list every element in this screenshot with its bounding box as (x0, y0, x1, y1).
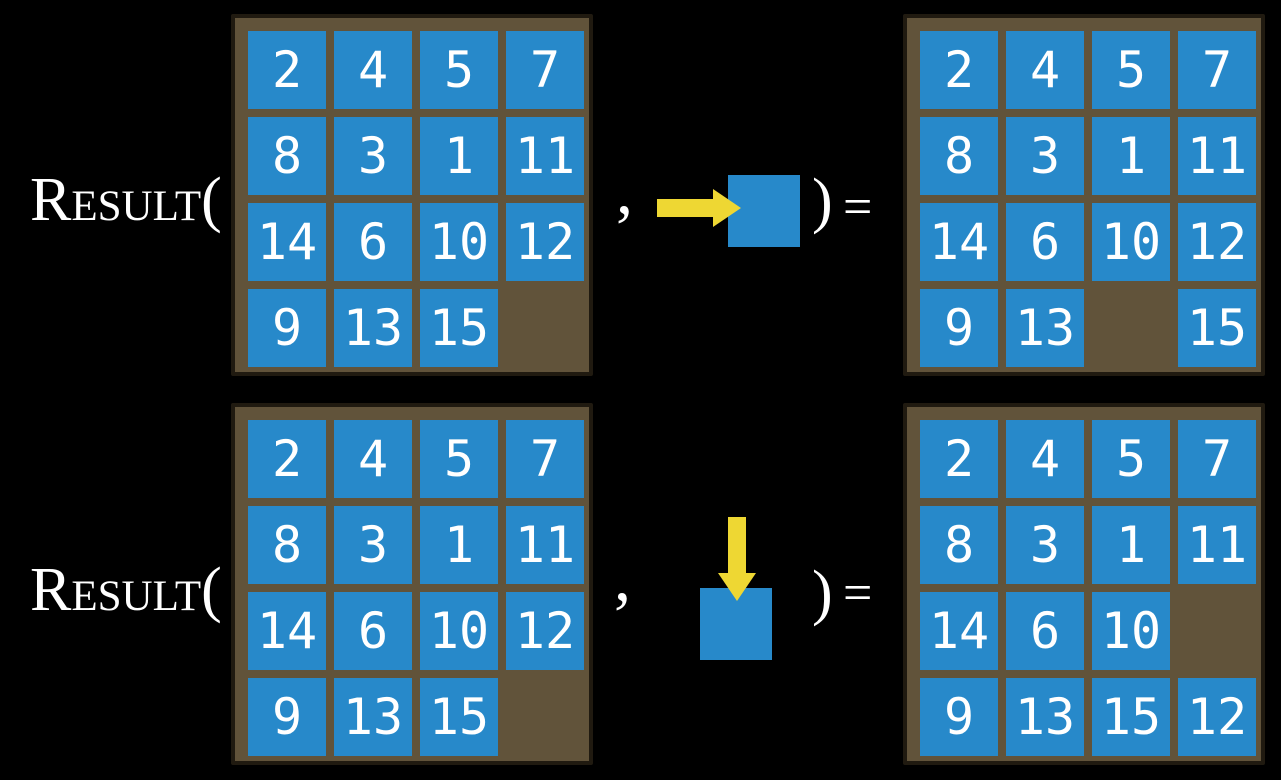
move-argument-group: , ) = (600, 500, 900, 700)
puzzle-tile-5: 5 (1092, 31, 1170, 109)
blank-cell (506, 289, 584, 367)
close-paren: ) (812, 559, 833, 627)
puzzle-tile-4: 4 (334, 31, 412, 109)
puzzle-tile-14: 14 (248, 592, 326, 670)
puzzle-tile-5: 5 (420, 420, 498, 498)
comma: , (614, 539, 631, 615)
puzzle-tile-13: 13 (334, 678, 412, 756)
puzzle-tile-14: 14 (248, 203, 326, 281)
puzzle-tile-8: 8 (920, 506, 998, 584)
puzzle-tile-6: 6 (1006, 203, 1084, 281)
puzzle-tile-15: 15 (420, 678, 498, 756)
puzzle-tile-4: 4 (1006, 31, 1084, 109)
puzzle-tile-2: 2 (248, 31, 326, 109)
puzzle-tile-11: 11 (506, 506, 584, 584)
puzzle-tile-8: 8 (248, 506, 326, 584)
puzzle-tile-3: 3 (334, 506, 412, 584)
puzzle-tile-13: 13 (1006, 289, 1084, 367)
move-tile (728, 175, 800, 247)
puzzle-tile-12: 12 (1178, 203, 1256, 281)
puzzle-tile-9: 9 (920, 289, 998, 367)
equals-sign: = (843, 565, 873, 622)
puzzle-tile-13: 13 (1006, 678, 1084, 756)
equals-sign: = (843, 179, 873, 236)
puzzle-tile-3: 3 (1006, 506, 1084, 584)
puzzle-tile-1: 1 (1092, 117, 1170, 195)
move-argument-group: , ) = (600, 120, 900, 320)
puzzle-tile-12: 12 (506, 592, 584, 670)
puzzle-tile-3: 3 (334, 117, 412, 195)
comma: , (616, 152, 633, 228)
puzzle-tile-3: 3 (1006, 117, 1084, 195)
down-arrow-icon (718, 517, 756, 601)
close-paren: ) (812, 167, 833, 235)
puzzle-tile-10: 10 (420, 203, 498, 281)
move-tile (700, 588, 772, 660)
puzzle-tile-5: 5 (1092, 420, 1170, 498)
puzzle-tile-1: 1 (420, 506, 498, 584)
blank-cell (506, 678, 584, 756)
right-arrow-icon (657, 189, 741, 227)
puzzle-tile-14: 14 (920, 203, 998, 281)
puzzle-tile-9: 9 (248, 289, 326, 367)
result-function-label: Result( (30, 166, 222, 234)
puzzle-tile-9: 9 (920, 678, 998, 756)
blank-cell (1092, 289, 1170, 367)
puzzle-tile-2: 2 (920, 420, 998, 498)
puzzle-tile-1: 1 (1092, 506, 1170, 584)
puzzle-tile-7: 7 (1178, 31, 1256, 109)
puzzle-tile-10: 10 (420, 592, 498, 670)
puzzle-tile-15: 15 (1178, 289, 1256, 367)
result-function-label: Result( (30, 556, 222, 624)
puzzle-tile-10: 10 (1092, 203, 1170, 281)
puzzle-tile-9: 9 (248, 678, 326, 756)
puzzle-tile-12: 12 (506, 203, 584, 281)
puzzle-tile-8: 8 (920, 117, 998, 195)
puzzle-tile-2: 2 (920, 31, 998, 109)
puzzle-tile-6: 6 (1006, 592, 1084, 670)
puzzle-tile-13: 13 (334, 289, 412, 367)
puzzle-tile-8: 8 (248, 117, 326, 195)
puzzle-tile-1: 1 (420, 117, 498, 195)
puzzle-tile-15: 15 (1092, 678, 1170, 756)
puzzle-tile-10: 10 (1092, 592, 1170, 670)
puzzle-tile-12: 12 (1178, 678, 1256, 756)
blank-cell (1178, 592, 1256, 670)
puzzle-tile-2: 2 (248, 420, 326, 498)
puzzle-tile-7: 7 (506, 31, 584, 109)
puzzle-tile-4: 4 (334, 420, 412, 498)
puzzle-tile-11: 11 (1178, 506, 1256, 584)
puzzle-tile-15: 15 (420, 289, 498, 367)
puzzle-tile-6: 6 (334, 592, 412, 670)
puzzle-tile-4: 4 (1006, 420, 1084, 498)
puzzle-tile-5: 5 (420, 31, 498, 109)
puzzle-tile-7: 7 (506, 420, 584, 498)
puzzle-tile-14: 14 (920, 592, 998, 670)
puzzle-tile-11: 11 (506, 117, 584, 195)
puzzle-tile-11: 11 (1178, 117, 1256, 195)
puzzle-tile-6: 6 (334, 203, 412, 281)
puzzle-tile-7: 7 (1178, 420, 1256, 498)
